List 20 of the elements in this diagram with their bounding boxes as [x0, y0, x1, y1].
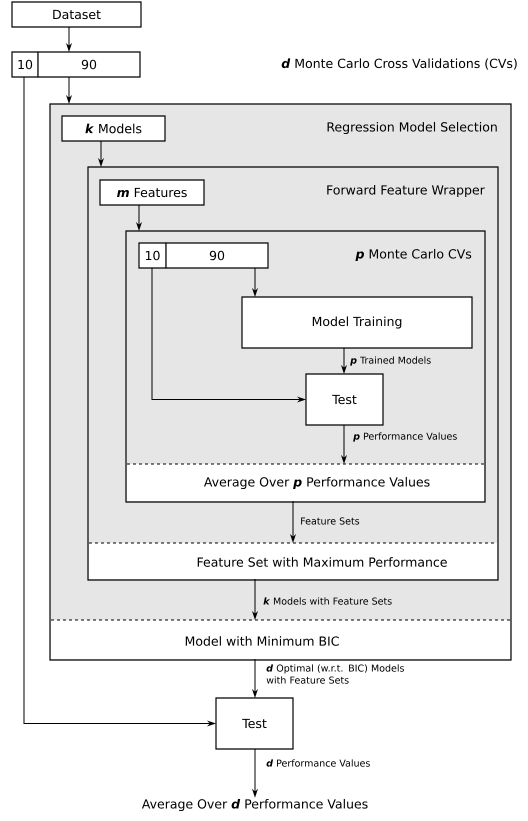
panel-title: Regression Model Selection: [328, 122, 497, 134]
result-band: Feature Set with Maximum Performance: [89, 542, 497, 579]
edge-label: d Optimal (w.r.t. BIC) Models with Feature Sets: [265, 663, 408, 685]
result-text: Average Over d Performance Values: [142, 798, 368, 812]
heading-text: d Monte Carlo Cross Validations (CVs): [282, 58, 517, 70]
edge-label: d Performance Values: [265, 758, 372, 768]
result-band: Model with Minimum BIC: [51, 619, 510, 659]
result-band: Average Over p Performance Values: [127, 463, 484, 501]
panel-title: Forward Feature Wrapper: [327, 184, 485, 198]
process-box: k Models: [61, 115, 166, 142]
process-box: 10: [138, 242, 167, 269]
process-box: m Features: [99, 179, 205, 206]
process-box: Test: [305, 373, 384, 426]
panel-title: p Monte Carlo CVs: [355, 248, 472, 262]
process-box: Dataset: [11, 1, 142, 28]
process-box: Test: [215, 697, 294, 750]
process-box: Model Training: [241, 296, 473, 349]
process-box: 10: [11, 51, 39, 78]
edge-label: p Performance Values: [352, 431, 458, 443]
edge-label: p Trained Models: [349, 355, 432, 367]
